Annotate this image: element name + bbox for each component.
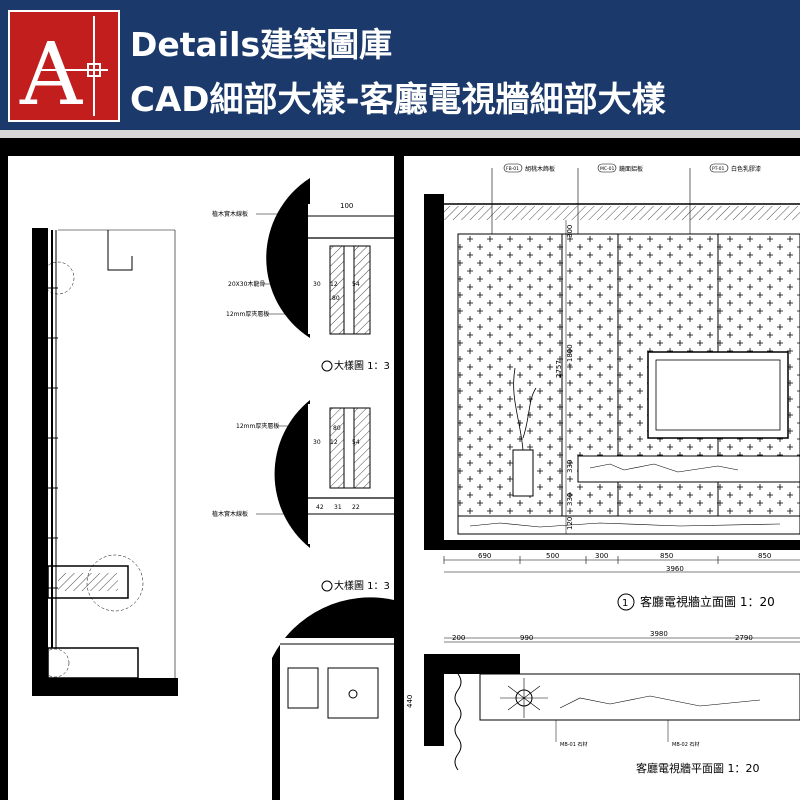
plan-total-dim: 3980 — [650, 630, 668, 638]
plan-dim-2: 2790 — [735, 634, 753, 642]
elevation-callout-text-2: 白色乳膠漆 — [731, 165, 761, 173]
plan-callout-1: MB-02 石材 — [672, 741, 700, 748]
detail-side-dim-0: 18 — [290, 478, 298, 485]
elevation-callout-2: PT-01 — [712, 166, 725, 172]
brand-title: Details建築圖庫 — [130, 18, 392, 66]
detail-dim-mid-0: 80 — [333, 425, 341, 432]
elevation-callout-text-1: 鏡面鋁板 — [619, 165, 643, 173]
elev-bdim-2: 300 — [595, 552, 608, 560]
detail-dim-top-3: 54 — [352, 281, 360, 288]
detail-dim-bot-2: 22 — [352, 504, 360, 511]
elev-vdim-5: 120 — [566, 517, 574, 530]
detail-label-1: 植木實木線板 — [212, 210, 248, 218]
detail-marker-1 — [321, 360, 333, 372]
detail-dim-bot-1: 31 — [334, 504, 342, 511]
detail-label-4: 12mm厚夾層板 — [236, 422, 279, 430]
elevation-number-circle — [617, 593, 635, 611]
detail-marker-2 — [321, 580, 333, 592]
detail-sheet-left: 植木實木線板 20X30木龍骨 12mm厚夾層板 12mm厚夾層板 植木實木線板… — [8, 156, 394, 800]
plan-dim-1: 990 — [520, 634, 533, 642]
detail-label-2: 20X30木龍骨 — [228, 280, 265, 288]
elevation-sheet: FB-01 胡桃木飾板 MC-01 鏡面鋁板 PT-01 白色乳膠漆 300 2… — [404, 156, 800, 636]
elev-bdim-4: 850 — [758, 552, 771, 560]
detail-dim-top-4: 80 — [332, 295, 340, 302]
elevation-title: 客廳電視牆立面圖 1：20 — [640, 594, 775, 609]
logo-letter: A — [19, 25, 83, 120]
elevation-callout-text-0: 胡桃木飾板 — [525, 165, 555, 173]
elevation-callout-0: FB-01 — [506, 166, 519, 172]
cad-sheet: 植木實木線板 20X30木龍骨 12mm厚夾層板 12mm厚夾層板 植木實木線板… — [8, 156, 800, 800]
elev-total-dim: 3960 — [666, 565, 684, 573]
plan-dim-0: 200 — [452, 634, 465, 642]
elev-vdim-0: 300 — [566, 225, 574, 238]
detail-dim-top-2: 12 — [330, 281, 338, 288]
elev-vdim-3: 330 — [566, 460, 574, 473]
detail-side-dim-1: 22 — [290, 491, 298, 498]
detail-caption-2: 大樣圖 1：3 — [334, 579, 390, 592]
plan-callout-0: MB-01 石材 — [560, 741, 588, 748]
plan-title: 客廳電視牆平面圖 1：20 — [636, 761, 760, 775]
brand-name: Details — [130, 25, 261, 64]
elev-bdim-1: 500 — [546, 552, 559, 560]
brand-suffix: 建築圖庫 — [260, 25, 393, 64]
elevation-number: 1 — [622, 598, 628, 609]
header-divider — [0, 130, 800, 138]
cad-drawing-area: 植木實木線板 20X30木龍骨 12mm厚夾層板 12mm厚夾層板 植木實木線板… — [0, 138, 800, 800]
detail-dim-bot-0: 42 — [316, 504, 324, 511]
detail-dim-top-0: 100 — [340, 202, 353, 210]
plan-side-dim: 440 — [406, 695, 414, 708]
elev-vdim-4: 330 — [566, 493, 574, 506]
detail-dim-mid-1: 30 — [313, 439, 321, 446]
elev-vdim-2: +1800 — [566, 344, 574, 368]
elevation-callout-1: MC-01 — [600, 166, 615, 172]
detail-label-5: 植木實木線板 — [212, 510, 248, 518]
elev-vdim-1: 2757 — [555, 360, 563, 378]
elev-bdim-0: 690 — [478, 552, 491, 560]
detail-caption-1: 大樣圖 1：3 — [334, 359, 390, 372]
elev-bdim-3: 850 — [660, 552, 673, 560]
detail-dim-top-1: 30 — [313, 281, 321, 288]
plan-sheet: 3980 200 990 2790 440 MB-01 石材 MB-02 石材 … — [404, 614, 800, 800]
detail-dim-mid-3: 54 — [352, 439, 360, 446]
detail-dim-mid-2: 12 — [330, 439, 338, 446]
page-title: CAD細部大樣-客廳電視牆細部大樣 — [130, 80, 666, 120]
banner-header: A Details建築圖庫 CAD細部大樣-客廳電視牆細部大樣 — [0, 0, 800, 138]
autocad-logo-icon: A — [8, 10, 120, 125]
detail-label-3: 12mm厚夾層板 — [226, 310, 269, 318]
